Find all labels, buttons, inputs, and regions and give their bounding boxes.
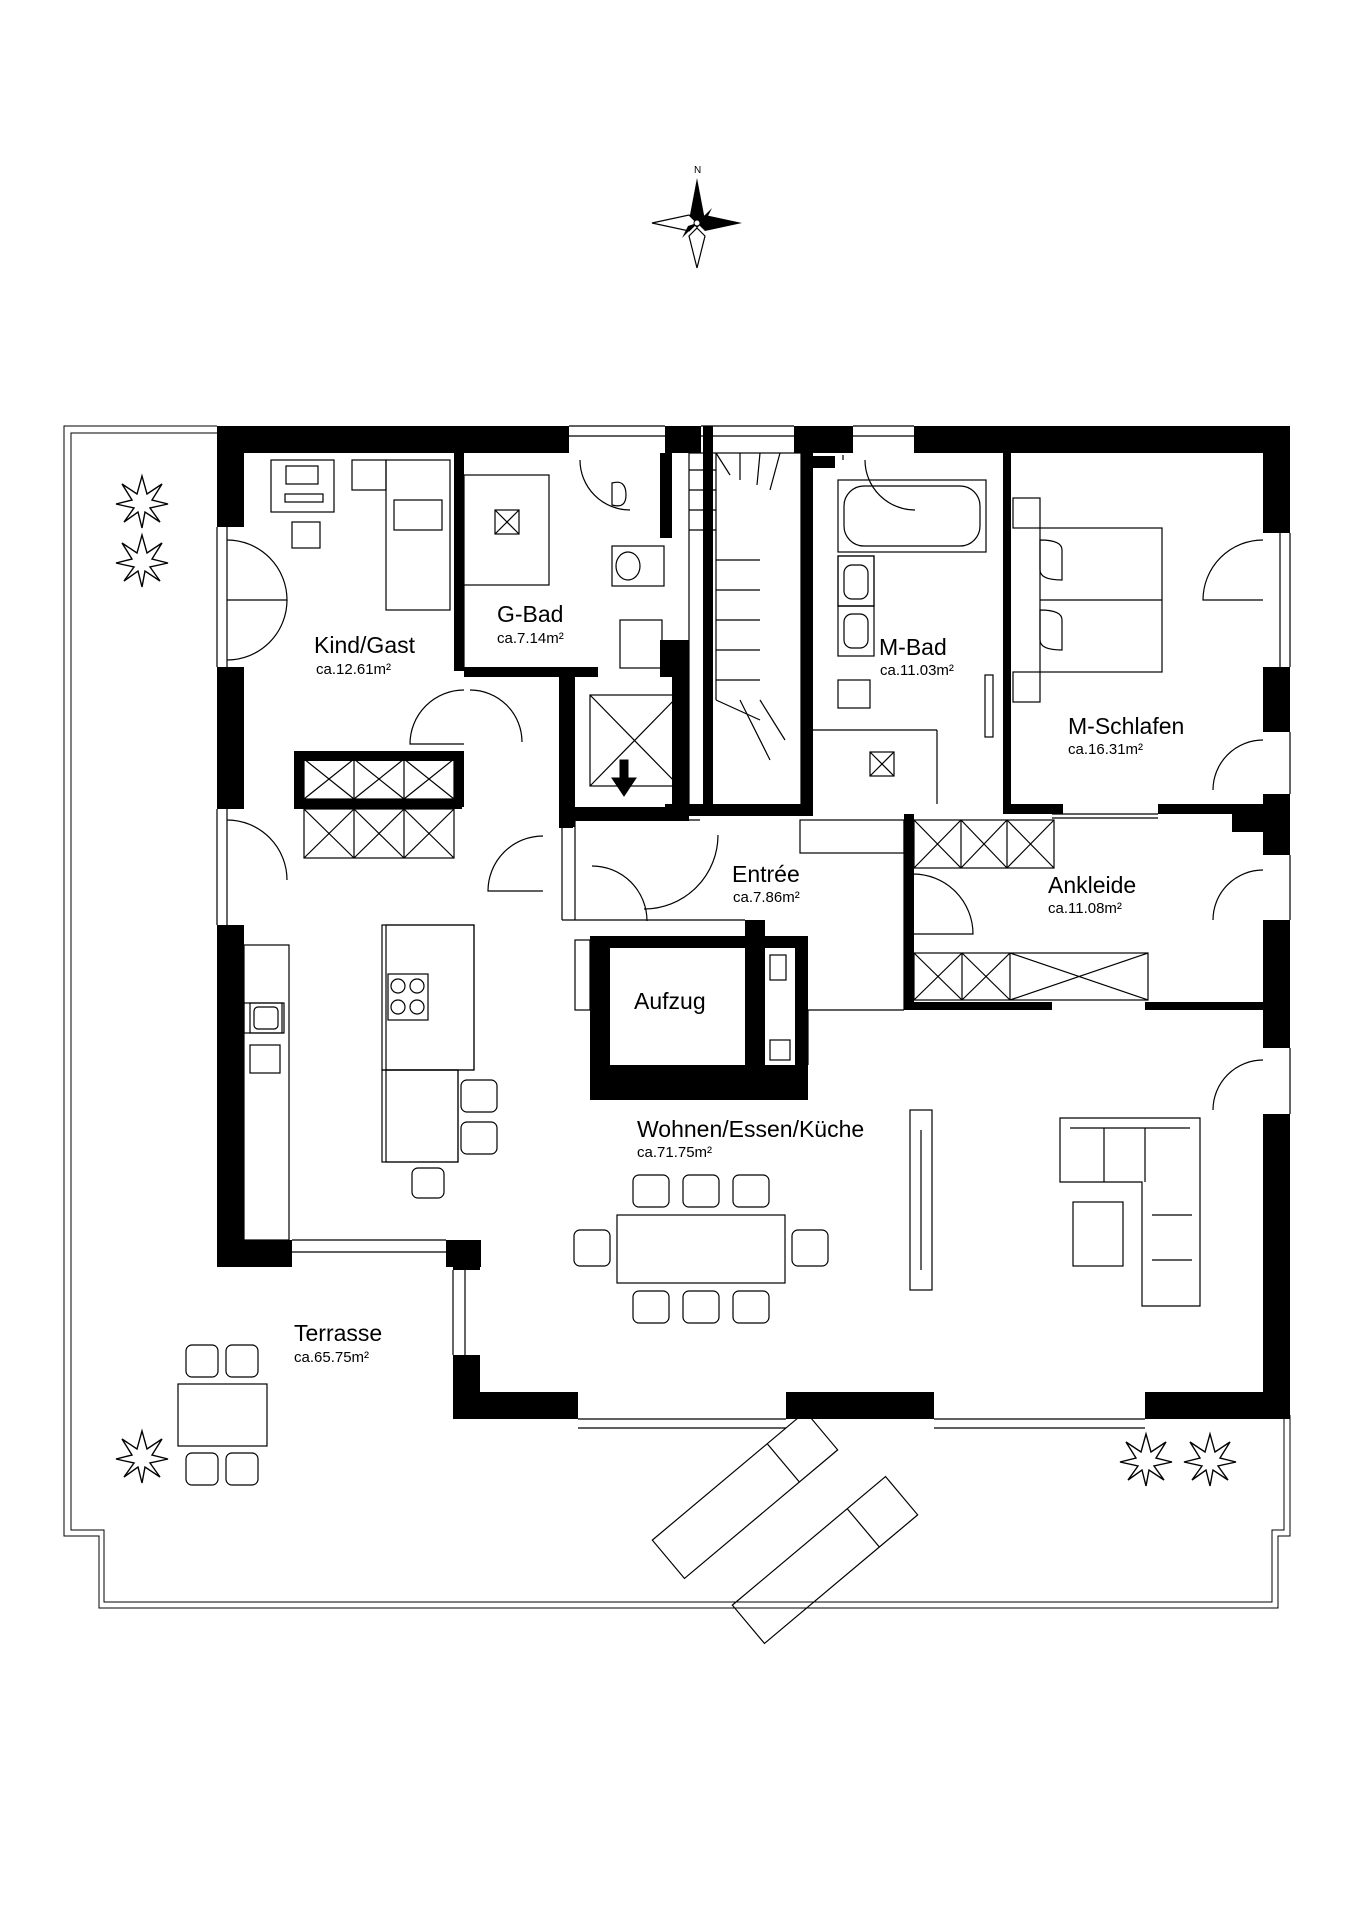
room-labels: Kind/Gast ca.12.61m² G-Bad ca.7.14m² M-B… bbox=[294, 601, 1184, 1366]
room-area-terrasse: ca.65.75m² bbox=[294, 1349, 369, 1366]
room-area-entree: ca.7.86m² bbox=[733, 889, 800, 906]
direction-arrows bbox=[611, 759, 637, 797]
compass-rose-icon: N bbox=[651, 165, 742, 269]
interior-lines bbox=[216, 425, 1291, 1429]
room-name-aufzug: Aufzug bbox=[634, 988, 706, 1014]
compass-north-label: N bbox=[694, 165, 701, 176]
furniture bbox=[177, 459, 1201, 1645]
room-area-g-bad: ca.7.14m² bbox=[497, 630, 564, 647]
room-name-terrasse: Terrasse bbox=[294, 1320, 382, 1346]
room-area-ankleide: ca.11.08m² bbox=[1048, 900, 1122, 917]
terrace-outline bbox=[63, 425, 1291, 1609]
plant-icons bbox=[115, 473, 1237, 1487]
wardrobes bbox=[303, 758, 1149, 1001]
room-name-g-bad: G-Bad bbox=[497, 601, 563, 627]
room-area-m-bad: ca.11.03m² bbox=[880, 662, 954, 679]
wall-voids bbox=[244, 453, 1263, 1240]
room-name-wohnen: Wohnen/Essen/Küche bbox=[637, 1116, 864, 1142]
room-name-ankleide: Ankleide bbox=[1048, 872, 1136, 898]
door-swings bbox=[226, 455, 1264, 1111]
walls bbox=[217, 426, 1290, 1419]
room-name-entree: Entrée bbox=[732, 861, 800, 887]
room-name-m-schlafen: M-Schlafen bbox=[1068, 713, 1184, 739]
room-name-kind-gast: Kind/Gast bbox=[314, 632, 416, 658]
room-name-m-bad: M-Bad bbox=[879, 634, 947, 660]
room-area-wohnen: ca.71.75m² bbox=[637, 1144, 712, 1161]
room-area-kind-gast: ca.12.61m² bbox=[316, 661, 391, 678]
room-area-m-schlafen: ca.16.31m² bbox=[1068, 741, 1143, 758]
